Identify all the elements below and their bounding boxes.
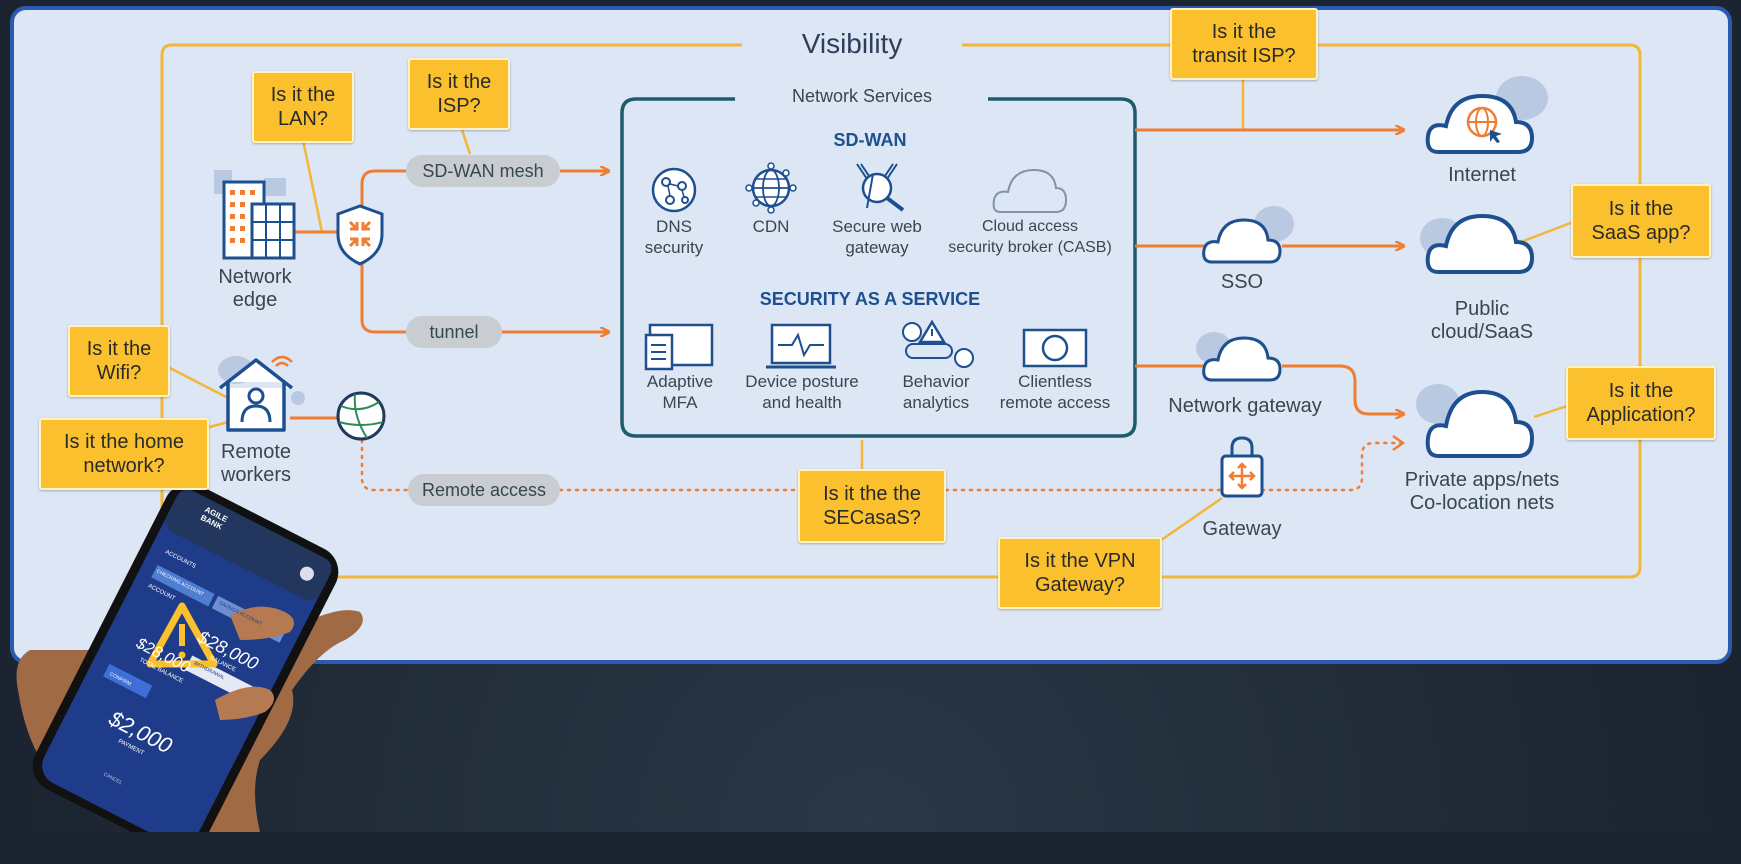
network-gateway-cloud-icon [1196,332,1282,382]
behavior-icon [902,319,974,368]
secaas-header: SECURITY AS A SERVICE [759,289,981,309]
public-cloud-icon [1420,213,1535,274]
flow-lines [290,130,1403,420]
remote-workers-label: Remote workers [220,441,292,486]
secure-web-gateway-label: Secure web gateway [832,217,922,257]
phone-brand: AGILE BANK [199,504,230,532]
internet-label: Internet [1448,164,1516,186]
phone-hand-illustration [16,483,363,832]
cdn-label: CDN [752,217,790,236]
network-services-label: Network Services [791,86,933,106]
question-vpn-gateway: Is it the VPN Gateway? [998,537,1162,609]
network-services-box [620,97,1137,438]
remote-access-icon [1022,328,1088,368]
gateway-label: Gateway [1202,518,1282,540]
mfa-icon [644,323,714,371]
phone-cancel[interactable]: CANCEL [102,771,124,787]
sdwan-header: SD-WAN [833,130,907,150]
question-wifi: Is it the Wifi? [68,325,170,397]
private-apps-cloud-icon [1416,384,1535,458]
public-cloud-label: Public cloud/SaaS [1430,298,1534,343]
remote-access-pill: Remote access [408,474,560,506]
device-posture-label: Device posture and health [745,372,859,412]
clientless-remote-label: Clientless remote access [999,372,1111,412]
phone-account-label: ACCOUNT [146,583,176,603]
question-secasas: Is it the the SECasaS? [798,469,946,543]
dns-icon [651,167,697,213]
sso-label: SSO [1220,271,1264,293]
visibility-title: Visibility [801,28,903,59]
globe-icon [745,162,797,214]
private-apps-label: Private apps/nets Co-location nets [1404,469,1560,514]
question-isp: Is it the ISP? [408,58,510,130]
shield-icon [336,204,384,266]
behavior-analytics-label: Behavior analytics [902,372,970,412]
question-transit-isp: Is it the transit ISP? [1170,8,1318,80]
question-connectors [167,80,1574,545]
question-home-network: Is it the home network? [39,418,209,490]
device-health-icon [766,323,836,369]
network-gateway-label: Network gateway [1168,395,1322,417]
router-icon [336,391,386,441]
remote-access-dotted [360,438,1405,492]
internet-cloud-icon [1425,76,1548,154]
phone-confirm[interactable]: CONFIRM [108,671,133,688]
tunnel-pill: tunnel [406,316,502,348]
casb-label: Cloud access security broker (CASB) [948,218,1112,256]
building-icon [214,170,296,260]
sso-cloud-icon [1202,206,1294,264]
adaptive-mfa-label: Adaptive MFA [646,372,714,412]
warning-icon [146,602,218,668]
house-icon [218,355,305,432]
diagram-canvas [16,43,1642,832]
question-lan: Is it the LAN? [252,71,354,143]
visibility-frame [160,43,1642,579]
phone-savings-tab: SAVINGS ACCOUNT [217,600,263,628]
question-saas-app: Is it the SaaS app? [1571,184,1711,258]
lock-icon [1220,436,1264,498]
phone-accounts-label: ACCOUNTS [163,549,197,570]
question-application: Is it the Application? [1566,366,1716,440]
web-gateway-icon [856,163,905,212]
network-edge-label: Network edge [218,266,292,311]
sdwan-mesh-pill: SD-WAN mesh [406,155,560,187]
casb-cloud-icon [992,168,1068,213]
dns-security-label: DNS security [644,217,704,257]
